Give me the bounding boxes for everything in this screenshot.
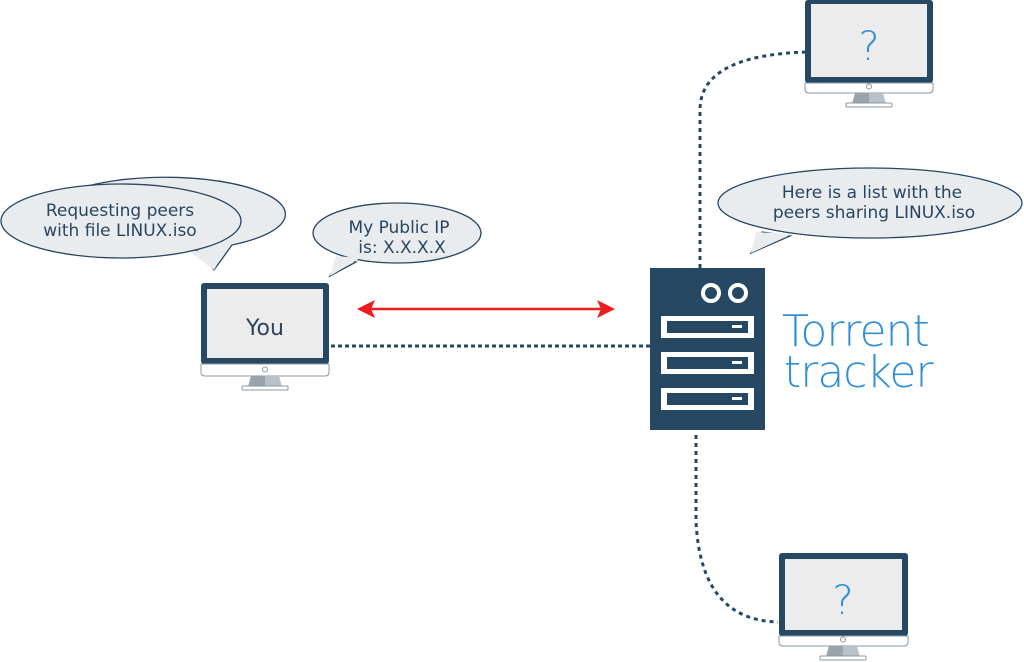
ip-speech-bubble: My Public IP is: X.X.X.X (312, 202, 482, 278)
tracker-label-line2: tracker (784, 347, 934, 398)
peer-computer-bottom[interactable]: ? (778, 553, 909, 661)
you-computer[interactable]: You (200, 283, 330, 391)
you-label: You (245, 316, 284, 341)
request-bubble-line1: Requesting peers (46, 201, 194, 221)
tracker-to-top-peer-connection (698, 50, 809, 268)
peer-computer-top[interactable]: ? (804, 0, 934, 108)
double-arrow-icon (357, 300, 615, 318)
tracker-to-bottom-peer-connection (694, 435, 779, 624)
tracker-server[interactable]: Torrent tracker (650, 268, 935, 430)
request-bubble-line2: with file LINUX.iso (43, 221, 196, 241)
reply-bubble-line2: peers sharing LINUX.iso (773, 203, 975, 223)
request-speech-bubble: Requesting peers with file LINUX.iso (0, 176, 287, 272)
server-icon (650, 268, 765, 430)
monitor-icon (200, 283, 330, 391)
ip-bubble-line2: is: X.X.X.X (358, 238, 446, 258)
monitor-icon (778, 553, 909, 661)
reply-bubble-line1: Here is a list with the (782, 183, 962, 203)
peer-bottom-unknown-label: ? (832, 578, 853, 624)
tracker-label-line1: Torrent (782, 306, 929, 357)
peer-top-unknown-label: ? (858, 24, 879, 70)
ip-bubble-line1: My Public IP (348, 218, 449, 238)
monitor-icon (804, 0, 934, 108)
reply-speech-bubble: Here is a list with the peers sharing LI… (717, 167, 1023, 255)
